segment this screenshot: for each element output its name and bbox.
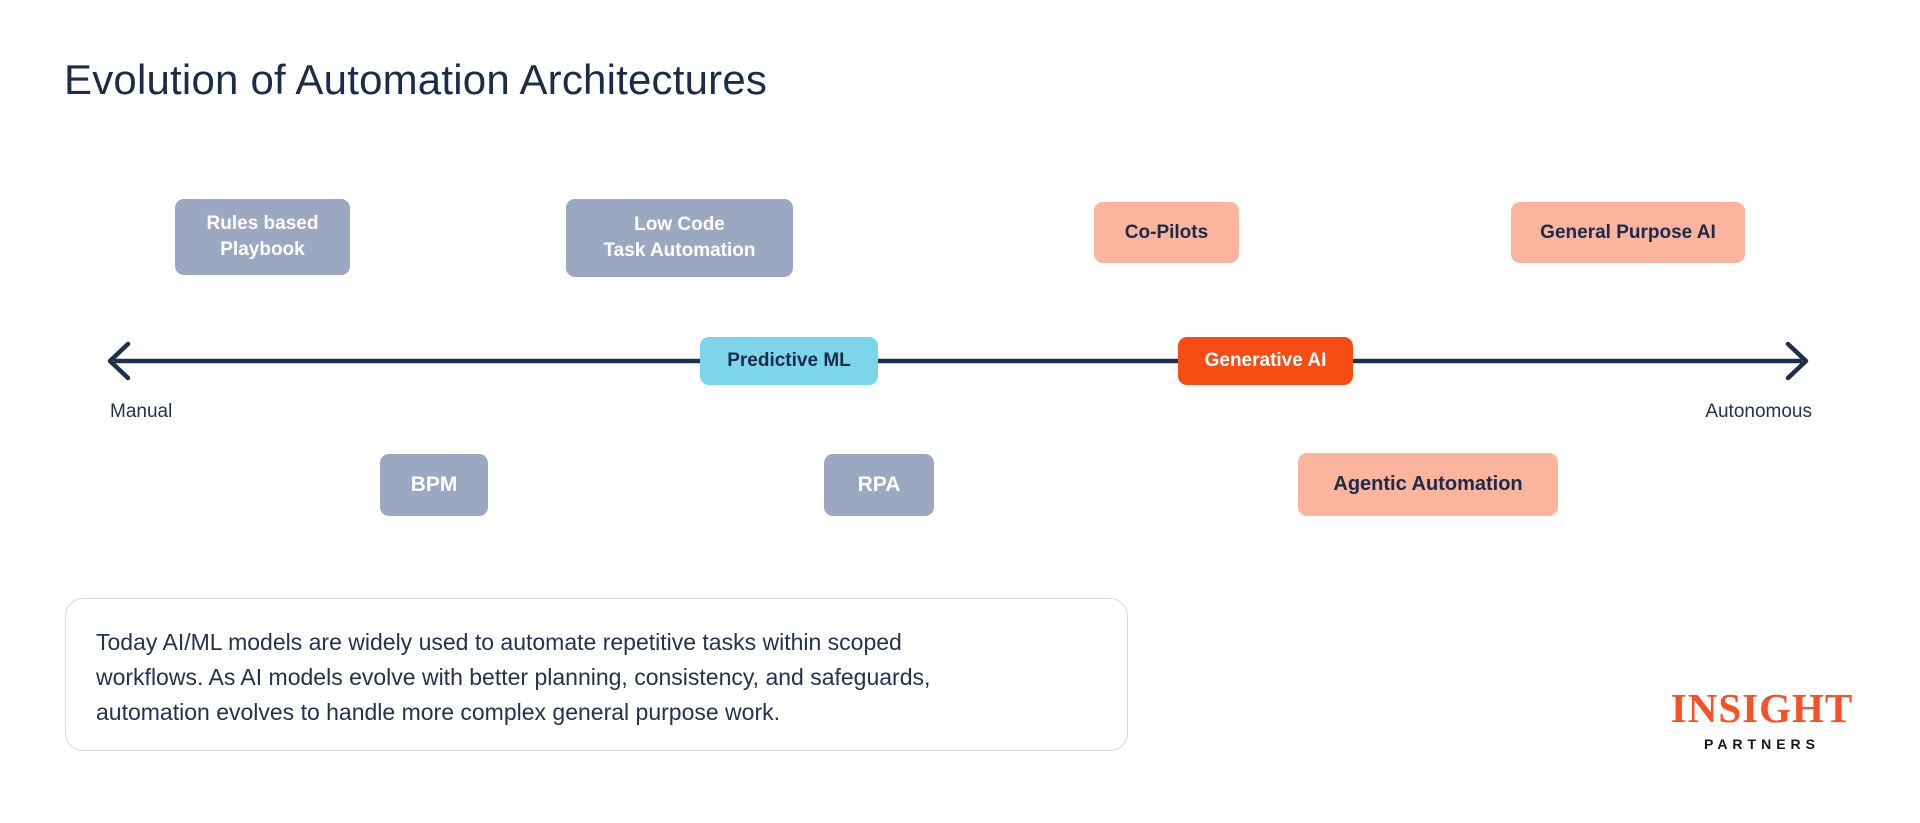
timeline-box-rpa: RPA	[824, 454, 934, 516]
summary-note-line: workflows. As AI models evolve with bett…	[96, 664, 931, 690]
timeline-box-rules-based-playbook: Rules based Playbook	[175, 199, 350, 275]
axis-label-manual: Manual	[110, 401, 173, 422]
right-arrowhead-icon	[1785, 341, 1809, 381]
axis-label-autonomous: Autonomous	[1705, 401, 1812, 422]
timeline-box-low-code-task-automation: Low Code Task Automation	[566, 199, 793, 277]
left-arrowhead-icon	[107, 341, 131, 381]
page-title: Evolution of Automation Architectures	[64, 56, 768, 103]
timeline-box-bpm: BPM	[380, 454, 488, 516]
insight-partners-logo: INSIGHT PARTNERS	[1664, 684, 1860, 752]
timeline-box-generative-ai: Generative AI	[1178, 337, 1353, 385]
logo-wordmark: INSIGHT	[1670, 685, 1854, 731]
timeline-arrow	[107, 341, 1809, 381]
timeline-box-general-purpose-ai: General Purpose AI	[1511, 202, 1745, 263]
timeline-box-agentic-automation: Agentic Automation	[1298, 453, 1558, 516]
summary-note: Today AI/ML models are widely used to au…	[65, 598, 1128, 751]
logo-subtext: PARTNERS	[1704, 736, 1820, 752]
summary-note-line: Today AI/ML models are widely used to au…	[96, 629, 902, 655]
timeline-box-predictive-ml: Predictive ML	[700, 337, 878, 385]
summary-note-line: automation evolves to handle more comple…	[96, 699, 780, 725]
timeline-box-co-pilots: Co-Pilots	[1094, 202, 1239, 263]
